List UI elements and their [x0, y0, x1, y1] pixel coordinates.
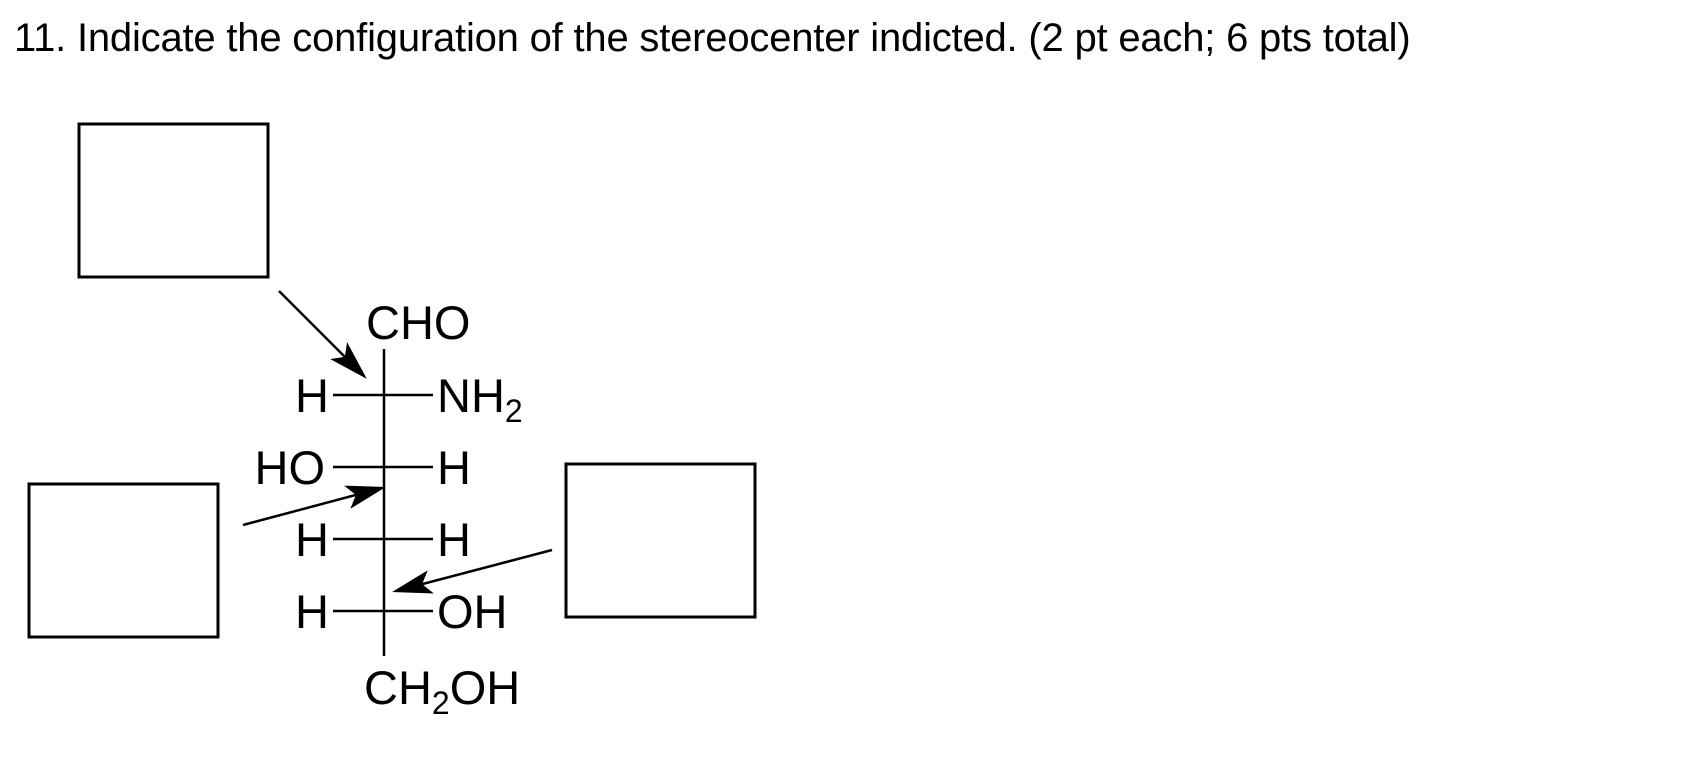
row-3-right-label: H: [437, 513, 471, 566]
row-2-right-label: H: [437, 441, 471, 494]
answer-box-c3[interactable]: [27, 482, 220, 639]
row-4-left-label: H: [295, 585, 329, 638]
row-2-left-label: HO: [255, 441, 326, 494]
arrow-to-c2: [278, 290, 367, 379]
top-group-label: CHO: [366, 296, 470, 349]
row-1-right-label: NH2: [437, 369, 523, 429]
arrow-to-c3: [242, 485, 386, 527]
question-text: 11. Indicate the configuration of the st…: [14, 16, 1411, 60]
arrow-to-c5: [392, 548, 553, 594]
answer-box-c5[interactable]: [564, 462, 757, 619]
row-3-left-label: H: [295, 513, 329, 566]
row-4-right-label: OH: [437, 585, 508, 638]
row-1-left-label: H: [295, 369, 329, 422]
answer-box-c2[interactable]: [77, 122, 270, 279]
bottom-group-label: CH2OH: [364, 661, 520, 721]
